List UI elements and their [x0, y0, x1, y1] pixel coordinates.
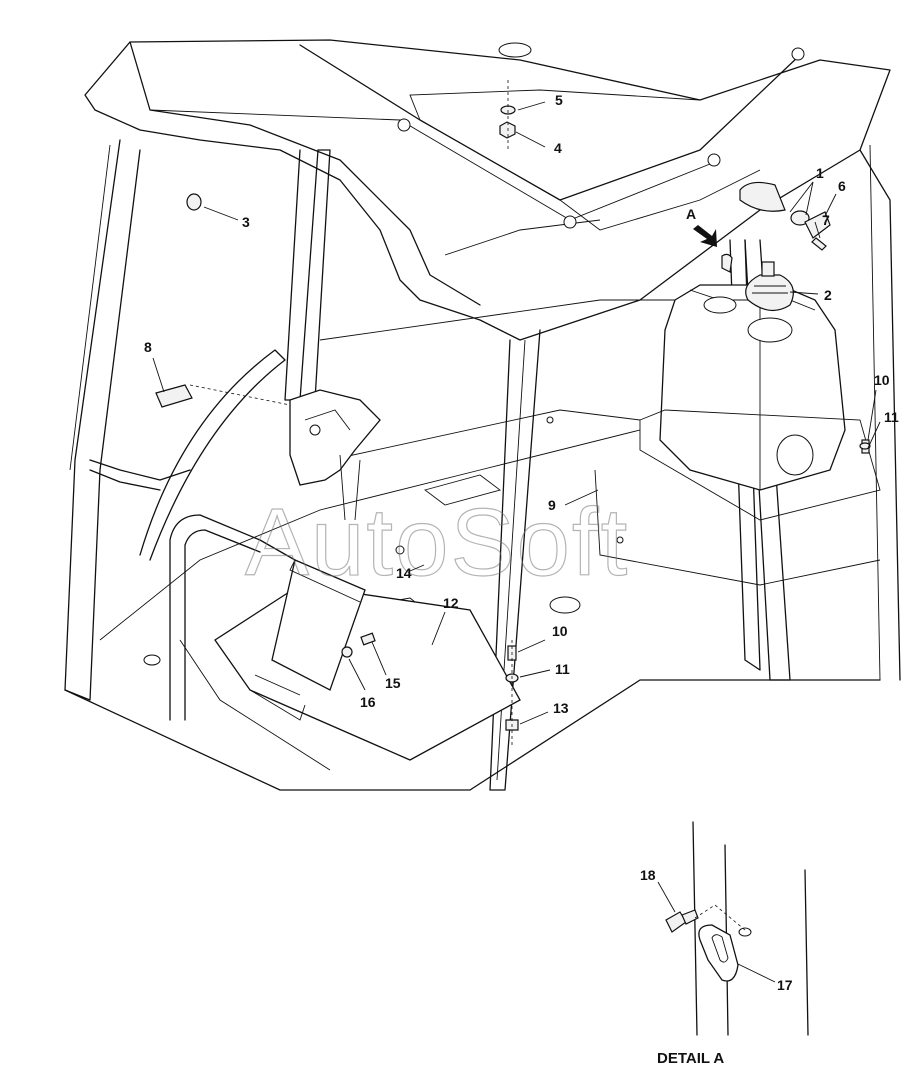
callout-8: 8 [144, 339, 152, 355]
view-arrow-a: A [686, 206, 733, 273]
callout-4: 4 [554, 140, 562, 156]
watermark-text: AutoSoft [245, 489, 629, 596]
callout-7: 7 [822, 212, 830, 228]
callout-11-center: 11 [555, 661, 570, 677]
small-parts [155, 80, 871, 745]
callout-17: 17 [777, 977, 793, 993]
callout-3: 3 [242, 214, 250, 230]
control-console [594, 284, 881, 586]
leader-lines [152, 101, 881, 725]
roof-end-fittings [739, 181, 831, 251]
seat-bracket [289, 389, 381, 521]
callout-14: 14 [396, 565, 412, 581]
callout-9: 9 [548, 497, 556, 513]
view-marker-label: A [686, 206, 696, 222]
joystick-boot [745, 261, 794, 311]
callout-6: 6 [838, 178, 846, 194]
callout-labels: 1 2 3 4 5 6 7 8 9 10 11 12 10 11 13 14 1… [144, 92, 899, 716]
cover-plate [271, 559, 366, 691]
cab-roof [84, 39, 891, 341]
callout-1: 1 [816, 165, 824, 181]
callout-2: 2 [824, 287, 832, 303]
callout-13: 13 [553, 700, 569, 716]
callout-10-center: 10 [552, 623, 568, 639]
callout-10-right: 10 [874, 372, 890, 388]
callout-16: 16 [360, 694, 376, 710]
callout-15: 15 [385, 675, 401, 691]
callout-5: 5 [555, 92, 563, 108]
callout-18: 18 [640, 867, 656, 883]
cab-floor [64, 299, 881, 791]
grab-bar [89, 349, 296, 721]
detail-a-title: DETAIL A [657, 1050, 724, 1067]
floor-plate [214, 584, 521, 761]
callout-11-right: 11 [884, 409, 899, 425]
callout-12: 12 [443, 595, 459, 611]
detail-a: 18 17 DETAIL A [640, 821, 809, 1067]
